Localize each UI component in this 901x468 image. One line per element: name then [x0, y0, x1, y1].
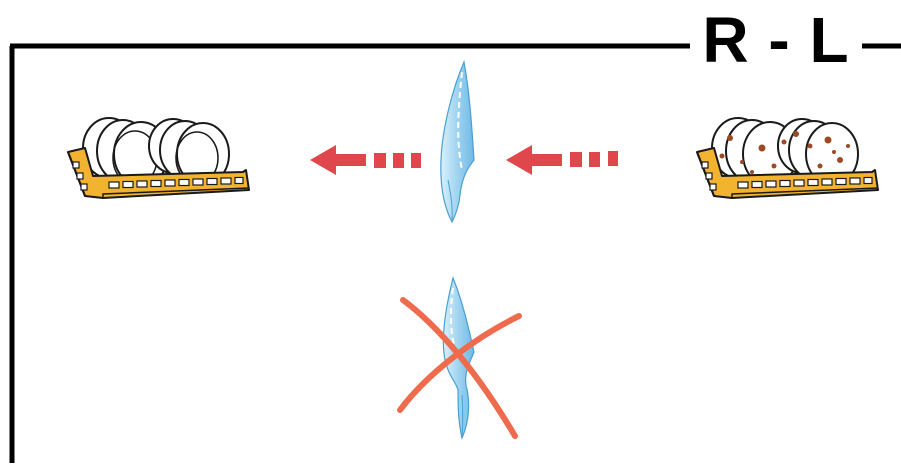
water-curtain-icon: [441, 62, 474, 222]
clean-dish-rack-icon: [68, 118, 249, 198]
dirty-dish-rack-icon: [697, 118, 878, 198]
flow-arrow-right-icon: [506, 145, 618, 175]
direction-label: R - L: [690, 2, 862, 78]
flow-arrow-left-icon: [310, 145, 421, 175]
